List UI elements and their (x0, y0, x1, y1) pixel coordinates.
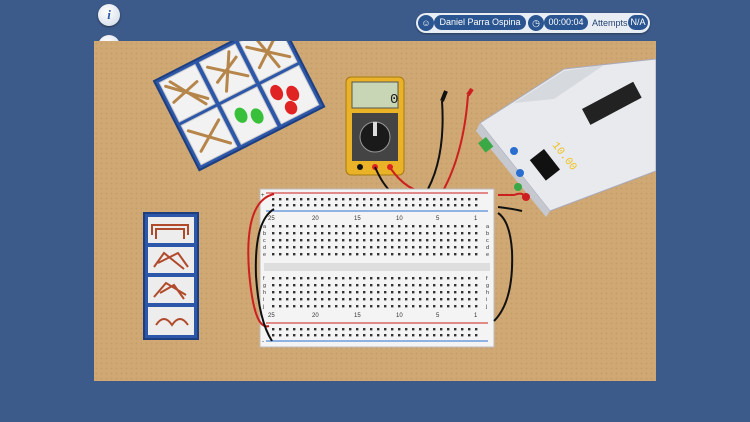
info-button[interactable]: i (98, 4, 120, 26)
row-letter: g (486, 283, 489, 289)
row-letter: i (263, 297, 264, 303)
column-number: 5 (436, 216, 440, 222)
column-number: 20 (312, 313, 319, 319)
user-icon: ☺ (418, 15, 434, 31)
row-letter: j (485, 304, 487, 310)
session-bar: ☺ Daniel Parra Ospina ◷ 00:00:04 Attempt… (416, 13, 650, 33)
column-number: 1 (474, 313, 478, 319)
user-name: Daniel Parra Ospina (434, 15, 526, 30)
row-letter: f (486, 276, 488, 282)
row-letter: f (263, 276, 265, 282)
column-number: 10 (396, 313, 403, 319)
clock-icon: ◷ (528, 15, 544, 31)
row-letter: d (486, 245, 489, 251)
column-number: 15 (354, 216, 361, 222)
row-letter: d (263, 245, 266, 251)
wire-tray[interactable] (143, 212, 199, 340)
row-letter: i (486, 297, 487, 303)
row-letter: h (263, 290, 266, 296)
row-letter: g (263, 283, 266, 289)
column-number: 15 (354, 313, 361, 319)
row-letter: e (263, 252, 266, 258)
info-icon: i (107, 7, 111, 22)
multimeter[interactable]: 0 (345, 76, 405, 176)
column-number: 10 (396, 216, 403, 222)
lab-scene: 0 10.00 (143, 16, 657, 348)
row-letter: a (486, 224, 490, 230)
multimeter-display: 0 (390, 92, 398, 108)
component-tray[interactable] (152, 16, 326, 172)
row-letter: b (486, 231, 489, 237)
column-number: 1 (474, 216, 478, 222)
attempts-value: N/A (628, 15, 648, 30)
timer: 00:00:04 (544, 15, 588, 30)
row-letter: e (486, 252, 489, 258)
column-number: 25 (268, 313, 275, 319)
rail-plus-label: + (261, 193, 265, 199)
column-number: 20 (312, 216, 319, 222)
column-number: 25 (268, 216, 275, 222)
row-letter: c (263, 238, 266, 244)
row-letter: c (486, 238, 489, 244)
column-number: 5 (436, 313, 440, 319)
breadboard-holes (272, 198, 478, 337)
jumper-wires[interactable] (247, 192, 527, 342)
row-letter: h (486, 290, 489, 296)
workbench: 0 10.00 (94, 16, 657, 381)
row-letter: b (263, 231, 266, 237)
attempts-label: Attempts (592, 18, 628, 28)
power-supply[interactable]: 10.00 (476, 58, 657, 217)
rail-minus-label: - (262, 339, 264, 345)
row-letter: j (262, 304, 264, 310)
row-letter: a (263, 224, 267, 230)
